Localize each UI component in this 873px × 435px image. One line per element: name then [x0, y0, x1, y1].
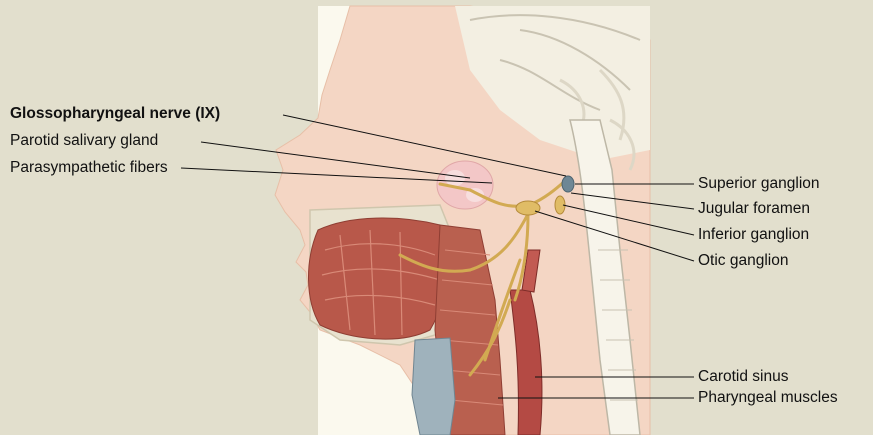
superior-ganglion-shape [562, 176, 574, 192]
label-glossopharyngeal-nerve: Glossopharyngeal nerve (IX) [10, 105, 220, 123]
label-otic-ganglion: Otic ganglion [698, 252, 788, 270]
larynx [412, 338, 455, 435]
tongue-muscles [308, 218, 446, 339]
label-parasympathetic-fibers: Parasympathetic fibers [10, 159, 168, 177]
label-carotid-sinus: Carotid sinus [698, 368, 788, 386]
label-jugular-foramen: Jugular foramen [698, 200, 810, 218]
label-pharyngeal-muscles: Pharyngeal muscles [698, 389, 838, 407]
otic-ganglion-shape [516, 201, 540, 215]
label-superior-ganglion: Superior ganglion [698, 175, 820, 193]
label-parotid-salivary-gland: Parotid salivary gland [10, 132, 158, 150]
label-inferior-ganglion: Inferior ganglion [698, 226, 809, 244]
